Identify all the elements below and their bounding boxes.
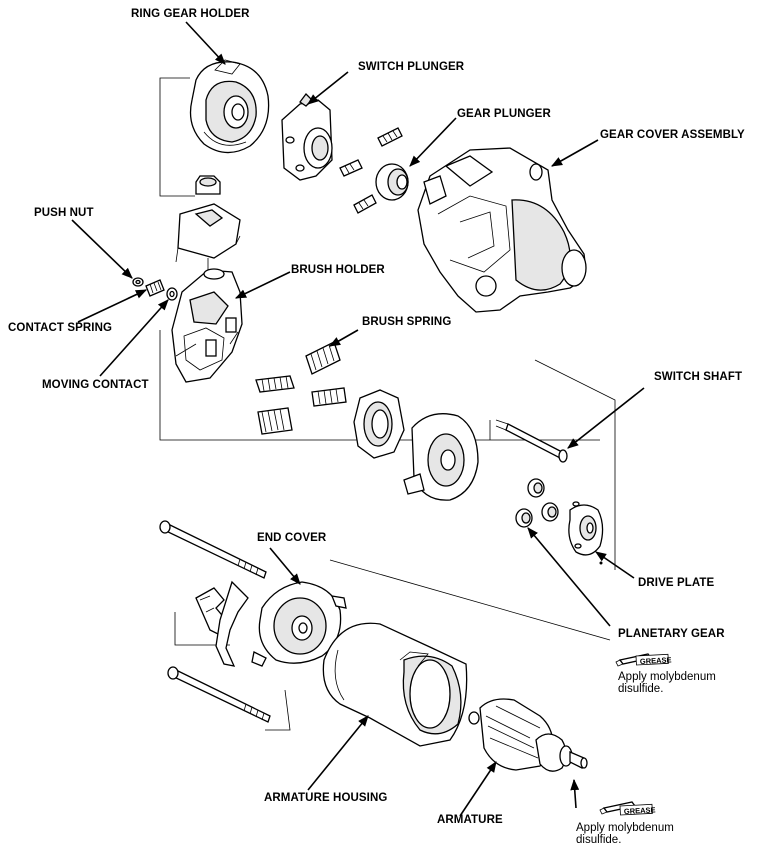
label-armature-housing: ARMATURE HOUSING bbox=[264, 792, 388, 804]
armature-note-line-1: Apply molybdenum bbox=[576, 822, 674, 834]
label-armature: ARMATURE bbox=[437, 814, 503, 826]
label-planetary-gear: PLANETARY GEAR bbox=[618, 628, 725, 640]
label-gear-cover-assembly: GEAR COVER ASSEMBLY bbox=[600, 129, 745, 141]
switch-shaft-part bbox=[495, 419, 568, 463]
label-drive-plate: DRIVE PLATE bbox=[638, 577, 715, 589]
armature-note-line-2: disulfide. bbox=[576, 834, 622, 846]
label-push-nut: PUSH NUT bbox=[34, 207, 94, 219]
gear-cover-assembly-part bbox=[417, 147, 587, 313]
planetary-note-line-2: disulfide. bbox=[618, 683, 664, 695]
grease-tag-1: GREASE bbox=[640, 655, 672, 666]
brush-springs bbox=[255, 341, 347, 435]
label-contact-spring: CONTACT SPRING bbox=[8, 322, 113, 334]
end-cover-part bbox=[195, 580, 347, 667]
ring-gears bbox=[353, 389, 479, 501]
label-end-cover: END COVER bbox=[257, 532, 327, 544]
through-bolts bbox=[159, 520, 271, 723]
label-brush-spring: BRUSH SPRING bbox=[362, 316, 452, 328]
label-switch-plunger: SWITCH PLUNGER bbox=[358, 61, 465, 73]
switch-springs bbox=[339, 127, 403, 214]
armature-housing-part bbox=[322, 622, 468, 747]
switch-plunger-part bbox=[281, 93, 333, 181]
brush-cover-parts bbox=[175, 175, 241, 270]
grease-icon: GREASE bbox=[615, 653, 672, 667]
grease-icon: GREASE bbox=[599, 801, 656, 816]
ring-gear-holder-part bbox=[189, 59, 270, 154]
brush-holder-part bbox=[171, 268, 243, 383]
label-moving-contact: MOVING CONTACT bbox=[42, 379, 149, 391]
armature-grease-note: Apply molybdenum disulfide. bbox=[576, 822, 674, 846]
planetary-grease-note: Apply molybdenum disulfide. bbox=[618, 671, 716, 695]
label-ring-gear-holder: RING GEAR HOLDER bbox=[131, 8, 250, 20]
label-brush-holder: BRUSH HOLDER bbox=[291, 264, 385, 276]
label-switch-shaft: SWITCH SHAFT bbox=[654, 371, 743, 383]
armature-part bbox=[468, 698, 588, 772]
planetary-note-line-1: Apply molybdenum bbox=[618, 671, 716, 683]
leader-arrows bbox=[71, 21, 645, 817]
planetary-gears bbox=[515, 478, 559, 528]
gear-plunger-part bbox=[375, 163, 409, 201]
drive-plate-part bbox=[568, 501, 604, 565]
contact-small-parts bbox=[132, 277, 178, 301]
label-gear-plunger: GEAR PLUNGER bbox=[457, 108, 551, 120]
grease-tag-2: GREASE bbox=[624, 805, 656, 816]
